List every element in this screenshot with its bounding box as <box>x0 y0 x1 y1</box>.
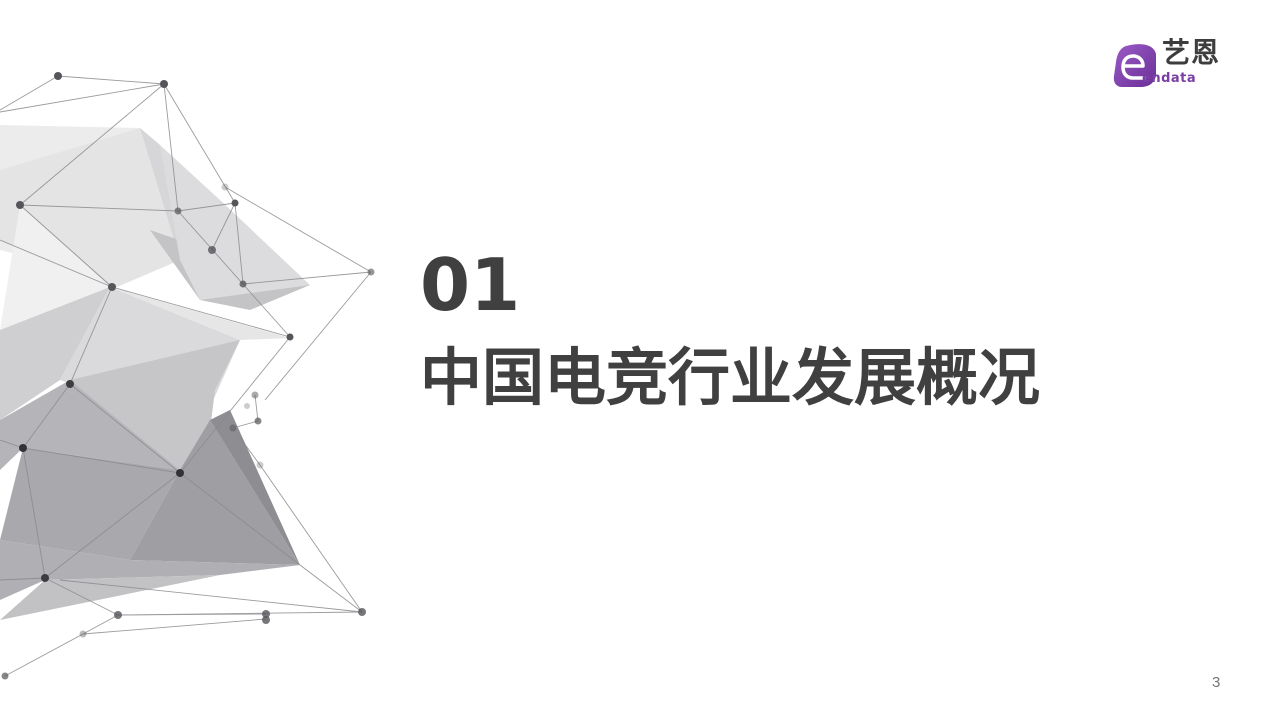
polygon-network-decoration <box>0 72 375 680</box>
logo-english-text: endata <box>1142 71 1197 86</box>
section-number: 01 <box>420 243 521 327</box>
endata-logo: 艺恩 endata <box>1112 22 1242 92</box>
endata-logo-icon <box>1113 44 1156 87</box>
page-number: 3 <box>1212 674 1221 691</box>
section-title: 中国电竞行业发展概况 <box>420 341 1041 414</box>
logo-chinese-text: 艺恩 <box>1162 36 1221 69</box>
